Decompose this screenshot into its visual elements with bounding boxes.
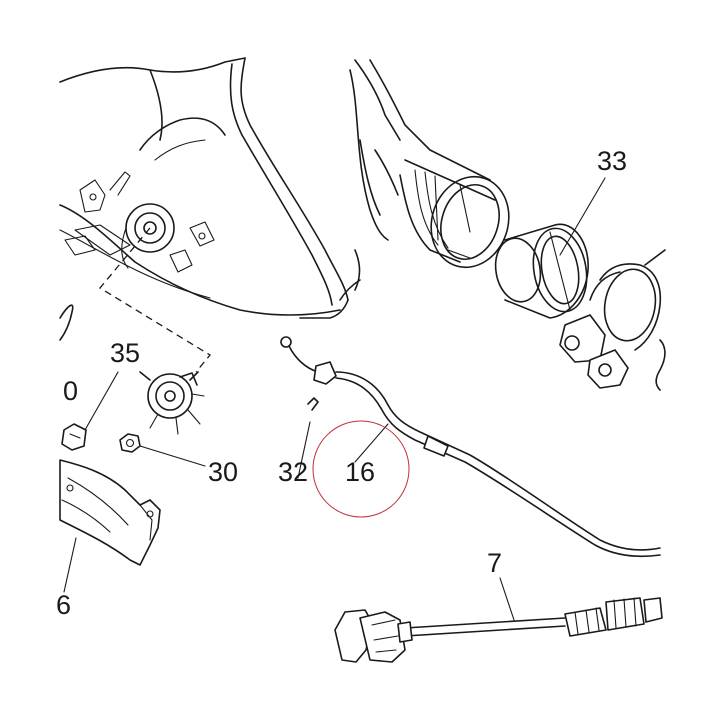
leader-lines	[63, 177, 606, 621]
highlight-circle-16	[312, 420, 410, 518]
callout-33: 33	[597, 146, 627, 176]
part-0-clip	[59, 304, 87, 451]
callout-0: 0	[63, 376, 78, 406]
part-16-cable	[280, 336, 661, 558]
callout-30: 30	[208, 457, 238, 487]
part-6-heat-shield	[59, 459, 161, 566]
callout-7: 7	[487, 548, 502, 578]
callout-6: 6	[56, 590, 71, 620]
pipe-clamp	[559, 249, 666, 391]
part-32-clip	[307, 397, 319, 411]
exhaust-pipe	[339, 59, 510, 301]
part-33-sleeve	[494, 223, 589, 319]
callout-16: 16	[345, 457, 375, 487]
part-30-nut	[119, 433, 141, 453]
part-35-sensor-flange	[99, 227, 211, 435]
frame-casting	[59, 57, 349, 319]
callout-35: 35	[110, 338, 140, 368]
part-7-oxygen-sensor	[334, 597, 663, 663]
callout-32: 32	[278, 457, 308, 487]
